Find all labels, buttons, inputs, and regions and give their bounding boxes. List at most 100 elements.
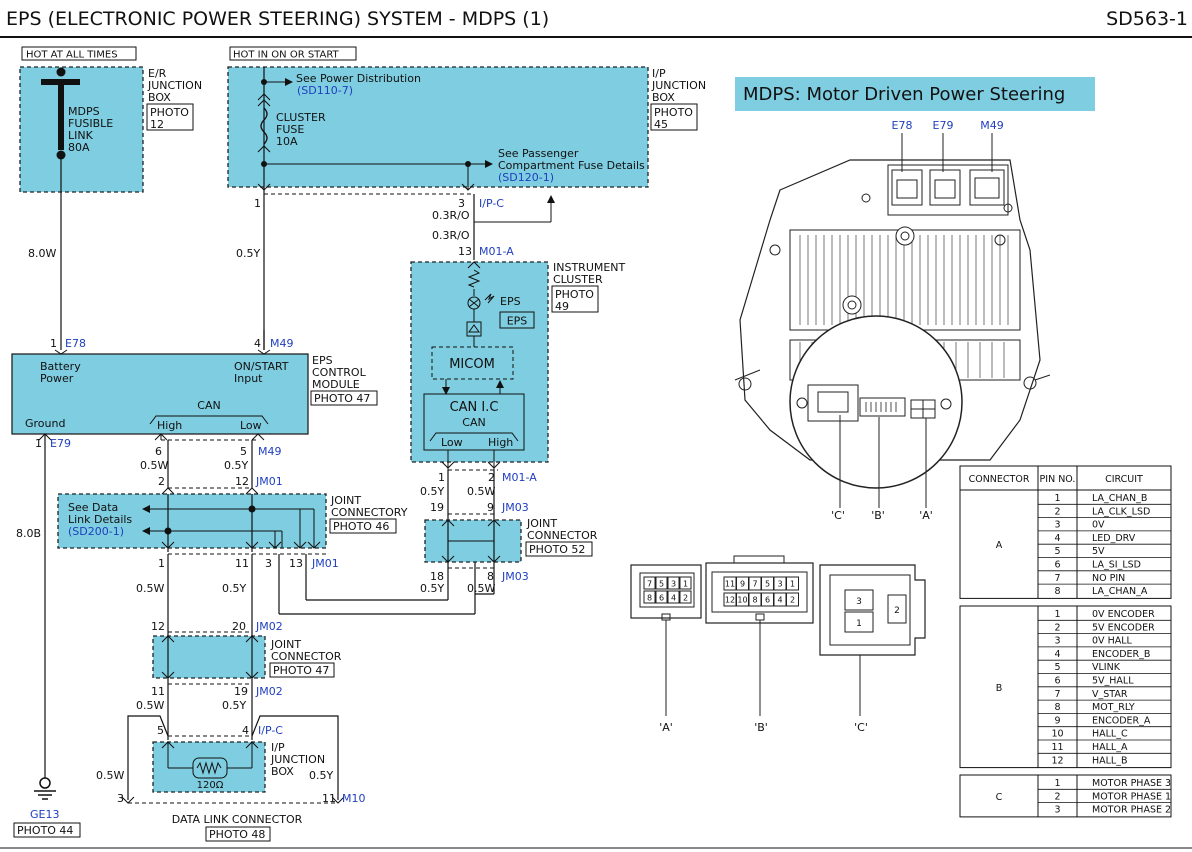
svg-text:E78: E78: [892, 119, 913, 132]
pin-table-pin: 6: [1054, 676, 1060, 687]
connector-b-pin-label: 2: [790, 596, 795, 605]
connector-a-face: [630, 564, 702, 619]
connector-jm01-bottom: JM01: [311, 557, 339, 570]
connector-c-face: [819, 564, 926, 656]
hot-all-times-label: HOT AT ALL TIMES: [26, 50, 118, 61]
svg-text:2: 2: [894, 606, 900, 616]
svg-text:PHOTO 46: PHOTO 46: [333, 520, 389, 533]
connector-m49: M49: [270, 337, 294, 350]
svg-text:PHOTO 47: PHOTO 47: [314, 392, 370, 405]
svg-text:0.5Y: 0.5Y: [224, 459, 248, 472]
pin-table-circuit: LA_CHAN_B: [1092, 493, 1147, 504]
connector-b-pin-label: 5: [765, 580, 770, 589]
svg-text:PHOTO 47: PHOTO 47: [273, 664, 329, 677]
page-code: SD563-1: [1106, 8, 1188, 30]
svg-text:PHOTO 48: PHOTO 48: [209, 828, 265, 841]
pin-table-pin: 7: [1054, 689, 1060, 700]
mdps-housing: [739, 159, 1041, 461]
svg-text:Ground: Ground: [25, 417, 65, 430]
connector-a-pin-label: 6: [659, 594, 664, 603]
pin-table-pin: 2: [1054, 622, 1060, 633]
resistor-icon: [467, 269, 481, 288]
power-dist-ref-link[interactable]: (SD110-7): [297, 84, 353, 97]
connector-e78: E78: [65, 337, 86, 350]
svg-text:19: 19: [234, 685, 248, 698]
pin-table-circuit: V_STAR: [1092, 689, 1128, 700]
pin-table-pin: 8: [1054, 586, 1060, 597]
svg-text:3: 3: [265, 557, 272, 570]
pin-table-pin: 5: [1054, 662, 1060, 673]
svg-text:'B': 'B': [754, 721, 768, 734]
connector-a-pin-label: 2: [683, 594, 688, 603]
svg-text:PHOTO 52: PHOTO 52: [529, 543, 585, 556]
svg-text:9: 9: [487, 501, 494, 514]
svg-text:0.5Y: 0.5Y: [222, 582, 246, 595]
svg-text:E79: E79: [933, 119, 954, 132]
connector-jm02-top: JM02: [255, 620, 283, 633]
pin-table-connector: C: [996, 792, 1003, 803]
svg-text:0.3R/O: 0.3R/O: [432, 229, 470, 242]
pin-table-pin: 2: [1054, 506, 1060, 517]
svg-text:0.3R/O: 0.3R/O: [432, 209, 470, 222]
connector-a-pin-label: 7: [647, 580, 652, 589]
svg-text:11: 11: [322, 792, 336, 805]
svg-text:8.0W: 8.0W: [28, 247, 56, 260]
data-link-ref-link[interactable]: (SD200-1): [68, 525, 124, 538]
connector-b-pin-label: 9: [740, 580, 745, 589]
ground-ge13: GE13: [30, 808, 59, 821]
pin-table-circuit: NO PIN: [1092, 573, 1125, 584]
pin-table-pin: 10: [1051, 729, 1063, 740]
connector-ipc: I/P-C: [479, 197, 504, 210]
pin-table-circuit: MOT_RLY: [1092, 702, 1135, 713]
connector-m01a-top: M01-A: [479, 245, 514, 258]
connector-m49-can: M49: [258, 445, 282, 458]
resistor-120-icon: [196, 761, 222, 775]
connector-b-pin-label: 12: [725, 596, 735, 605]
pin-table-circuit: MOTOR PHASE 2: [1092, 805, 1171, 816]
pin-table-pin: 4: [1054, 533, 1060, 544]
connector-jm03-top: JM03: [501, 501, 529, 514]
svg-text:0.5Y: 0.5Y: [222, 699, 246, 712]
svg-text:2: 2: [488, 471, 495, 484]
mdps-title-banner: [735, 77, 1095, 111]
svg-text:11: 11: [235, 557, 249, 570]
svg-text:1: 1: [50, 337, 57, 350]
pin-table-connector: B: [996, 683, 1003, 694]
svg-text:0.5Y: 0.5Y: [420, 485, 444, 498]
pin-table-circuit: HALL_C: [1092, 729, 1128, 740]
svg-text:See Power Distribution: See Power Distribution: [296, 72, 421, 85]
pin-table-pin: 12: [1051, 755, 1063, 766]
pin-table-circuit: 0V: [1092, 520, 1105, 531]
pin-table-pin: 1: [1054, 493, 1060, 504]
svg-text:0.5W: 0.5W: [136, 699, 164, 712]
svg-text:20: 20: [232, 620, 246, 633]
pin-table-pin: 1: [1054, 609, 1060, 620]
eps-indicator-box: EPS: [507, 315, 528, 328]
svg-text:0.5Y: 0.5Y: [236, 247, 260, 260]
pin-table-circuit: LA_CHAN_A: [1092, 586, 1148, 597]
svg-text:'B': 'B': [871, 509, 885, 522]
svg-text:M49: M49: [980, 119, 1004, 132]
pin-table-circuit: LED_DRV: [1092, 533, 1136, 544]
passenger-ref-link[interactable]: (SD120-1): [498, 171, 554, 184]
svg-text:0.5W: 0.5W: [467, 582, 495, 595]
connector-jm01-top: JM01: [255, 475, 283, 488]
pin-table-circuit: MOTOR PHASE 1: [1092, 791, 1171, 802]
svg-text:120Ω: 120Ω: [197, 780, 224, 791]
